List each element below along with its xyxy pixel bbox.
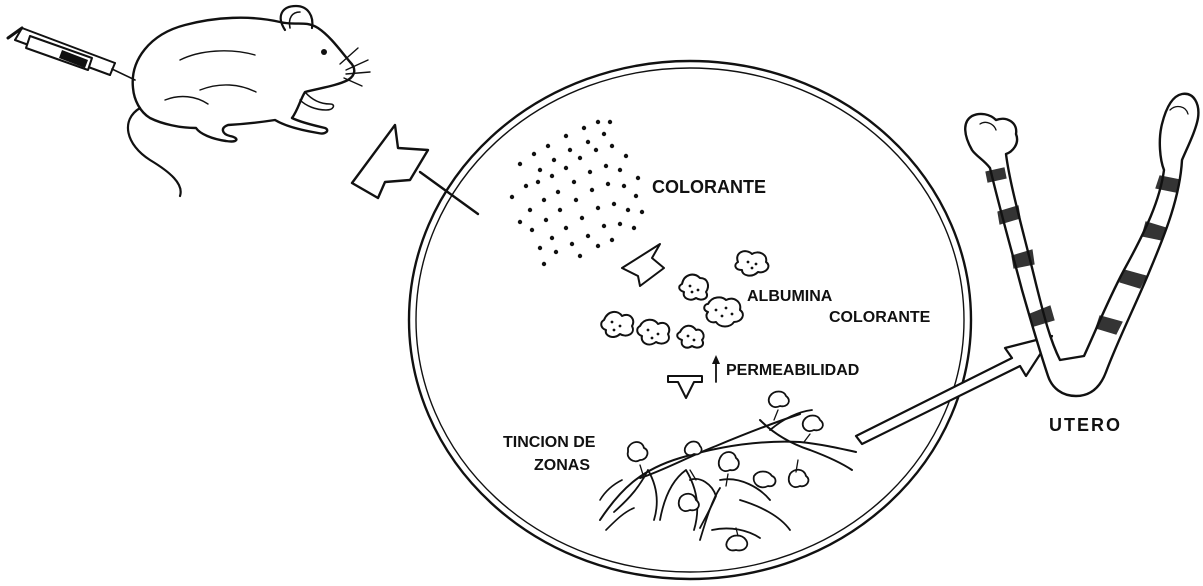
- circle-to-uterus-arrow: [856, 336, 1052, 444]
- label-utero: UTERO: [1049, 415, 1122, 435]
- uterus-icon: [965, 94, 1198, 396]
- stained-tissue-zones: [600, 392, 856, 551]
- label-colorante: COLORANTE: [652, 177, 766, 197]
- dye-particles: [510, 120, 644, 266]
- label-albumina: ALBUMINA: [747, 288, 833, 305]
- permeability-down-arrow: [668, 376, 702, 398]
- mouse-icon: [128, 6, 370, 196]
- dye-binds-arrow: [622, 244, 664, 286]
- label-zonas: ZONAS: [534, 457, 590, 474]
- mouse-to-circle-arrow: [352, 125, 478, 214]
- label-albumina-colorante: COLORANTE: [829, 309, 931, 326]
- permeability-up-arrow: [712, 355, 720, 382]
- syringe-icon: [8, 28, 135, 80]
- label-permeabilidad: PERMEABILIDAD: [726, 362, 859, 379]
- label-tincion-de: TINCION DE: [503, 434, 596, 451]
